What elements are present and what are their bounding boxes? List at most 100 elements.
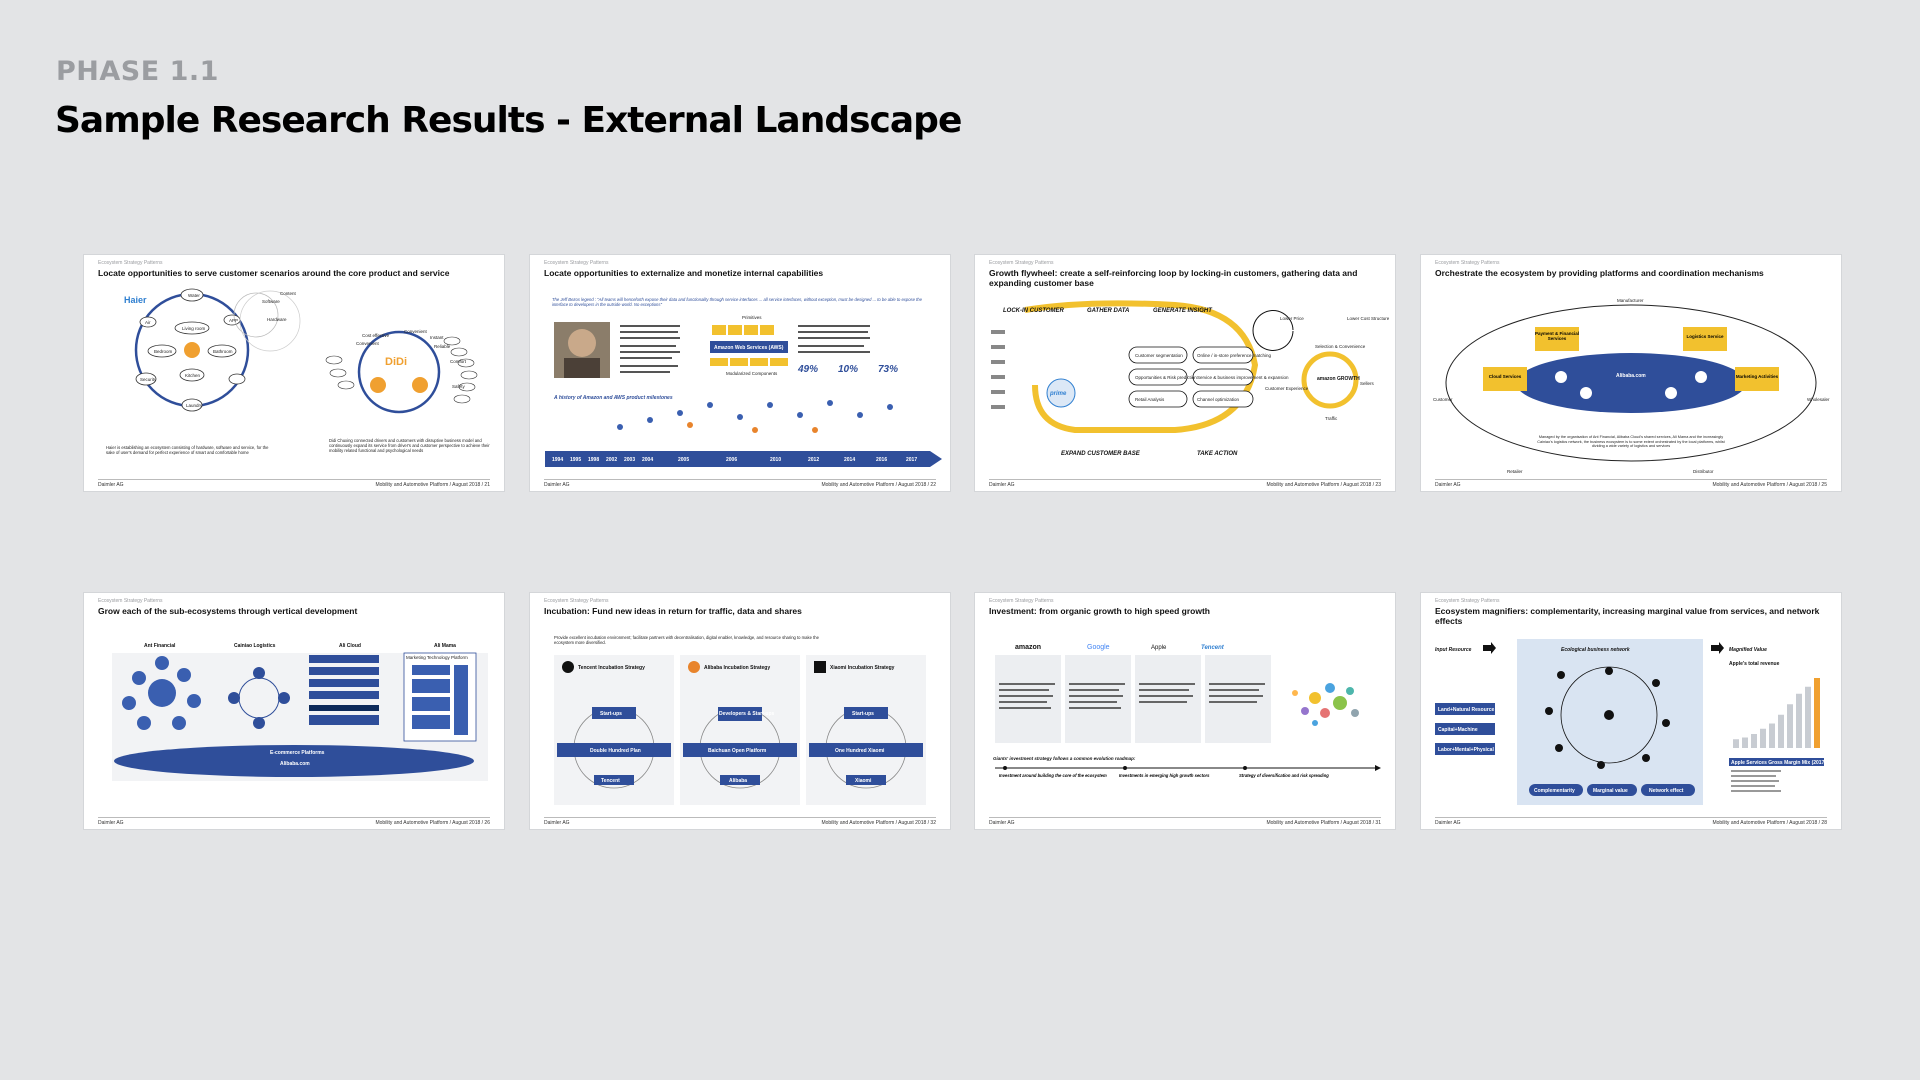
svg-text:Developers & Start-ups: Developers & Start-ups bbox=[719, 711, 775, 717]
svg-text:Comfort: Comfort bbox=[450, 359, 467, 364]
svg-text:Bedroom: Bedroom bbox=[154, 349, 173, 354]
aws-diagram: The Jeff Bezos legend : "All teams will … bbox=[545, 297, 942, 467]
slide-section: Ecosystem Strategy Patterns bbox=[1435, 598, 1500, 604]
slide-thumbnail[interactable]: amazon Google Apple Tencent Giants' inve… bbox=[975, 593, 1395, 829]
svg-text:Wholesaler: Wholesaler bbox=[1807, 397, 1830, 402]
investment-diagram: amazon Google Apple Tencent Giants' inve… bbox=[993, 644, 1381, 778]
svg-text:2005: 2005 bbox=[678, 457, 689, 463]
bezos-quote: The Jeff Bezos legend : "All teams will … bbox=[552, 297, 922, 307]
svg-text:Security: Security bbox=[140, 377, 157, 382]
svg-text:Hardware: Hardware bbox=[267, 317, 287, 322]
svg-text:Manufacturer: Manufacturer bbox=[1617, 298, 1644, 303]
svg-text:TAKE ACTION: TAKE ACTION bbox=[1197, 451, 1238, 457]
revenue-bar bbox=[1733, 739, 1739, 748]
svg-text:Tencent: Tencent bbox=[1201, 645, 1225, 651]
phase-label: PHASE 1.1 bbox=[56, 56, 219, 87]
svg-text:One Hundred Xiaomi: One Hundred Xiaomi bbox=[835, 748, 885, 754]
svg-text:Software: Software bbox=[262, 299, 280, 304]
svg-text:2004: 2004 bbox=[642, 457, 653, 463]
svg-text:Selection & Convenience: Selection & Convenience bbox=[1315, 344, 1366, 349]
svg-text:Content: Content bbox=[280, 291, 297, 296]
svg-text:Ali Cloud: Ali Cloud bbox=[339, 643, 361, 649]
svg-text:Xiaomi: Xiaomi bbox=[855, 778, 872, 784]
svg-text:amazon: amazon bbox=[1015, 644, 1041, 651]
svg-text:Baichuan Open Platform: Baichuan Open Platform bbox=[708, 748, 767, 754]
vertical-development-diagram: Ant Financial Cainiao Logistics Ali Clou… bbox=[112, 643, 488, 781]
svg-text:Network effect: Network effect bbox=[1649, 788, 1684, 794]
svg-text:Service & business improvement: Service & business improvement & expansi… bbox=[1197, 375, 1289, 380]
slide-section: Ecosystem Strategy Patterns bbox=[1435, 260, 1500, 266]
svg-text:Channel optimization: Channel optimization bbox=[1197, 397, 1240, 402]
svg-text:Customer Experience: Customer Experience bbox=[1265, 386, 1309, 391]
svg-text:Cainiao Logistics: Cainiao Logistics bbox=[234, 643, 276, 649]
caption-right: Didi Chuxing connected drivers and custo… bbox=[329, 438, 490, 453]
orchestration-diagram: Alibaba.com Payment & Financial Services… bbox=[1433, 298, 1830, 474]
svg-text:Apple: Apple bbox=[1151, 645, 1167, 651]
svg-text:APP: APP bbox=[229, 318, 238, 323]
svg-text:Ant Financial: Ant Financial bbox=[144, 643, 176, 649]
incubation-diagram: Provide excellent incubation environment… bbox=[554, 635, 926, 805]
ecosystem-diagram: Water Living room Bedroom Bathroom Kitch… bbox=[106, 288, 490, 455]
svg-text:GENERATE INSIGHT: GENERATE INSIGHT bbox=[1153, 308, 1213, 314]
svg-text:2006: 2006 bbox=[726, 457, 737, 463]
svg-text:Ecological business network: Ecological business network bbox=[1561, 647, 1630, 653]
svg-text:Input Resource: Input Resource bbox=[1435, 647, 1472, 653]
slide-thumbnail[interactable]: prime LOCK-IN CUSTOMER GATHER DATA GENER… bbox=[975, 255, 1395, 491]
svg-text:Living room: Living room bbox=[182, 326, 206, 331]
svg-text:Start-ups: Start-ups bbox=[600, 711, 622, 717]
svg-text:Bathroom: Bathroom bbox=[213, 349, 233, 354]
svg-text:Safety: Safety bbox=[452, 384, 466, 389]
svg-text:Giants' investment strategy fo: Giants' investment strategy follows a co… bbox=[993, 756, 1136, 761]
svg-text:2014: 2014 bbox=[844, 457, 855, 463]
svg-text:amazon GROWTH: amazon GROWTH bbox=[1317, 376, 1360, 382]
slide-thumbnail[interactable]: Ant Financial Cainiao Logistics Ali Clou… bbox=[84, 593, 504, 829]
svg-text:2010: 2010 bbox=[770, 457, 781, 463]
svg-text:Land+Natural Resource: Land+Natural Resource bbox=[1438, 707, 1494, 713]
svg-text:2012: 2012 bbox=[808, 457, 819, 463]
slide-thumbnail[interactable]: Alibaba.com Payment & Financial Services… bbox=[1421, 255, 1841, 491]
caption-left: Haier is establishing an ecosystem consi… bbox=[106, 445, 269, 455]
slide-section: Ecosystem Strategy Patterns bbox=[544, 260, 609, 266]
svg-text:Water: Water bbox=[188, 293, 200, 298]
revenue-bar bbox=[1796, 693, 1802, 748]
svg-text:GATHER DATA: GATHER DATA bbox=[1087, 308, 1129, 314]
revenue-bar bbox=[1751, 734, 1757, 748]
svg-text:Magnified Value: Magnified Value bbox=[1729, 647, 1767, 653]
slide-section: Ecosystem Strategy Patterns bbox=[989, 598, 1054, 604]
svg-text:Kitchen: Kitchen bbox=[185, 373, 201, 378]
svg-text:Apple Services Gross Margin Mi: Apple Services Gross Margin Mix (2017) bbox=[1731, 760, 1826, 766]
slide-thumbnail[interactable]: The Jeff Bezos legend : "All teams will … bbox=[530, 255, 950, 491]
svg-text:10%: 10% bbox=[838, 364, 858, 375]
slide-thumbnail[interactable]: Provide excellent incubation environment… bbox=[530, 593, 950, 829]
svg-text:Convenient: Convenient bbox=[356, 341, 380, 346]
svg-text:Primitives: Primitives bbox=[742, 315, 762, 320]
svg-text:Alibaba.com: Alibaba.com bbox=[280, 761, 310, 767]
slide-title: Locate opportunities to serve customer s… bbox=[98, 268, 450, 278]
revenue-bar bbox=[1787, 704, 1793, 748]
svg-text:Ali Mama: Ali Mama bbox=[434, 643, 456, 649]
svg-text:Distributor: Distributor bbox=[1693, 469, 1714, 474]
svg-text:Marginal value: Marginal value bbox=[1593, 788, 1628, 794]
svg-text:Xiaomi Incubation Strategy: Xiaomi Incubation Strategy bbox=[830, 665, 895, 671]
svg-text:Lower Price: Lower Price bbox=[1280, 316, 1304, 321]
svg-text:Traffic: Traffic bbox=[1325, 416, 1338, 421]
revenue-bar bbox=[1769, 723, 1775, 748]
slide-title: Orchestrate the ecosystem by providing p… bbox=[1435, 268, 1764, 278]
slide-thumbnail[interactable]: Input Resource Land+Natural Resource Cap… bbox=[1421, 593, 1841, 829]
svg-text:Cost effective: Cost effective bbox=[362, 333, 390, 338]
slide-section: Ecosystem Strategy Patterns bbox=[98, 260, 163, 266]
svg-text:Laundry: Laundry bbox=[186, 403, 203, 408]
page-title: Sample Research Results - External Lands… bbox=[55, 100, 962, 141]
slide-title: Ecosystem magnifiers: complementarity, i… bbox=[1435, 606, 1820, 626]
svg-text:Alibaba.com: Alibaba.com bbox=[1616, 373, 1646, 379]
slide-thumbnail[interactable]: Water Living room Bedroom Bathroom Kitch… bbox=[84, 255, 504, 491]
aws-label: Amazon Web Services (AWS) bbox=[714, 345, 784, 351]
svg-text:Capital+Machine: Capital+Machine bbox=[1438, 727, 1478, 733]
slide-title: Grow each of the sub-ecosystems through … bbox=[98, 606, 358, 616]
svg-text:2017: 2017 bbox=[906, 457, 917, 463]
